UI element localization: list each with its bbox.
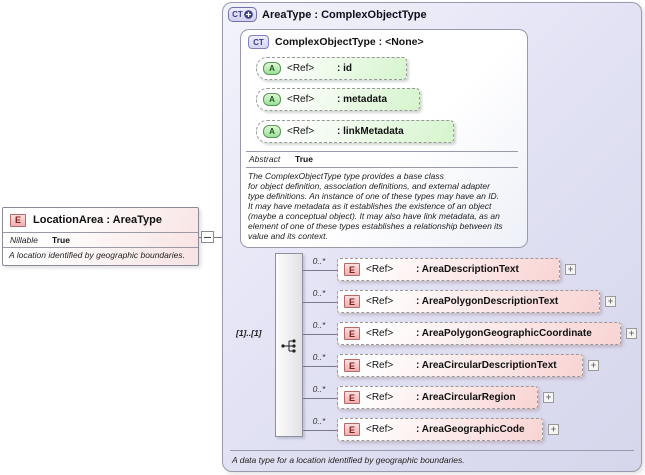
element-icon: E: [344, 327, 360, 340]
element-icon: E: [344, 359, 360, 372]
facet-value: True: [52, 235, 70, 245]
connector-line: [303, 270, 337, 271]
attribute-name: : id: [337, 63, 352, 74]
minus-icon: [204, 237, 211, 238]
expand-button[interactable]: +: [548, 424, 559, 435]
element-areapolygongeographiccoordinate[interactable]: E <Ref> : AreaPolygonGeographicCoordinat…: [337, 322, 621, 345]
element-name: : AreaPolygonGeographicCoordinate: [416, 328, 592, 339]
element-areacircularregion[interactable]: E <Ref> : AreaCircularRegion: [337, 386, 538, 409]
element-icon: E: [344, 423, 360, 436]
attribute-icon: A: [263, 93, 281, 106]
sequence-compositor[interactable]: [275, 253, 303, 437]
connector-line: [303, 430, 337, 431]
attribute-ref: <Ref>: [287, 94, 315, 105]
element-facet-row: Nillable True: [3, 233, 198, 248]
expand-button[interactable]: +: [588, 360, 599, 371]
element-name: : AreaPolygonDescriptionText: [416, 296, 559, 307]
attribute-metadata[interactable]: A <Ref> : metadata: [256, 88, 420, 111]
base-type-title: ComplexObjectType : <None>: [275, 36, 424, 48]
element-areapolygondescriptiontext[interactable]: E <Ref> : AreaPolygonDescriptionText: [337, 290, 600, 313]
occurs-label: 0..*: [312, 256, 326, 266]
complextype-icon-label: CT: [232, 10, 243, 19]
element-areadescriptiontext[interactable]: E <Ref> : AreaDescriptionText: [337, 258, 560, 281]
complextype-icon: CT: [248, 35, 269, 49]
element-icon: E: [344, 391, 360, 404]
element-ref: <Ref>: [366, 264, 394, 275]
element-ref: <Ref>: [366, 360, 394, 371]
occurs-label: 0..*: [312, 288, 326, 298]
panel-description: A data type for a location identified by…: [232, 455, 465, 465]
connector-line: [303, 334, 337, 335]
element-ref: <Ref>: [366, 392, 394, 403]
expand-button[interactable]: +: [543, 392, 554, 403]
attribute-icon: A: [263, 125, 281, 138]
connector-line: [303, 302, 337, 303]
element-ref: <Ref>: [366, 296, 394, 307]
expand-button[interactable]: +: [626, 328, 637, 339]
occurs-label: 0..*: [312, 416, 326, 426]
connector-line: [303, 366, 337, 367]
complextype-plus-icon: CT: [228, 7, 257, 22]
attribute-name: : linkMetadata: [337, 126, 404, 137]
element-ref: <Ref>: [366, 424, 394, 435]
facet-name: Nillable: [10, 235, 38, 245]
attribute-name: : metadata: [337, 94, 388, 105]
element-icon: E: [344, 263, 360, 276]
element-name: : AreaCircularDescriptionText: [416, 360, 557, 371]
element-title: LocationArea : AreaType: [33, 214, 162, 226]
attribute-ref: <Ref>: [287, 63, 315, 74]
element-title-row: E LocationArea : AreaType: [3, 208, 198, 233]
facet-name: Abstract: [249, 154, 281, 164]
divider: [246, 167, 518, 168]
divider: [246, 151, 518, 152]
attribute-icon: A: [263, 62, 281, 75]
divider: [230, 450, 634, 451]
occurs-label: 0..*: [312, 352, 326, 362]
element-name: : AreaDescriptionText: [416, 264, 519, 275]
connector-line: [199, 237, 230, 238]
expand-button[interactable]: +: [565, 264, 576, 275]
collapse-toggle[interactable]: [201, 231, 214, 243]
connector-line: [303, 398, 337, 399]
element-areacirculardescriptiontext[interactable]: E <Ref> : AreaCircularDescriptionText: [337, 354, 583, 377]
element-icon: E: [10, 213, 26, 227]
element-areageographiccode[interactable]: E <Ref> : AreaGeographicCode: [337, 418, 543, 441]
element-name: : AreaCircularRegion: [416, 392, 516, 403]
attribute-id[interactable]: A <Ref> : id: [256, 57, 407, 80]
sequence-cardinality: [1]..[1]: [236, 328, 262, 338]
attribute-linkmetadata[interactable]: A <Ref> : linkMetadata: [256, 120, 454, 143]
element-ref: <Ref>: [366, 328, 394, 339]
element-name: : AreaGeographicCode: [416, 424, 525, 435]
panel-title: AreaType : ComplexObjectType: [262, 9, 427, 21]
facet-value: True: [295, 154, 313, 164]
element-icon: E: [344, 295, 360, 308]
attribute-ref: <Ref>: [287, 126, 315, 137]
sequence-icon: [281, 339, 296, 353]
element-description: A location identified by geographic boun…: [9, 250, 185, 260]
expand-button[interactable]: +: [605, 296, 616, 307]
plus-badge-icon: [244, 10, 253, 19]
base-type-description: The ComplexObjectType type provides a ba…: [248, 171, 503, 241]
element-locationarea[interactable]: E LocationArea : AreaType Nillable True …: [2, 207, 199, 266]
occurs-label: 0..*: [312, 320, 326, 330]
base-type-header: CT ComplexObjectType : <None>: [248, 35, 424, 49]
occurs-label: 0..*: [312, 384, 326, 394]
